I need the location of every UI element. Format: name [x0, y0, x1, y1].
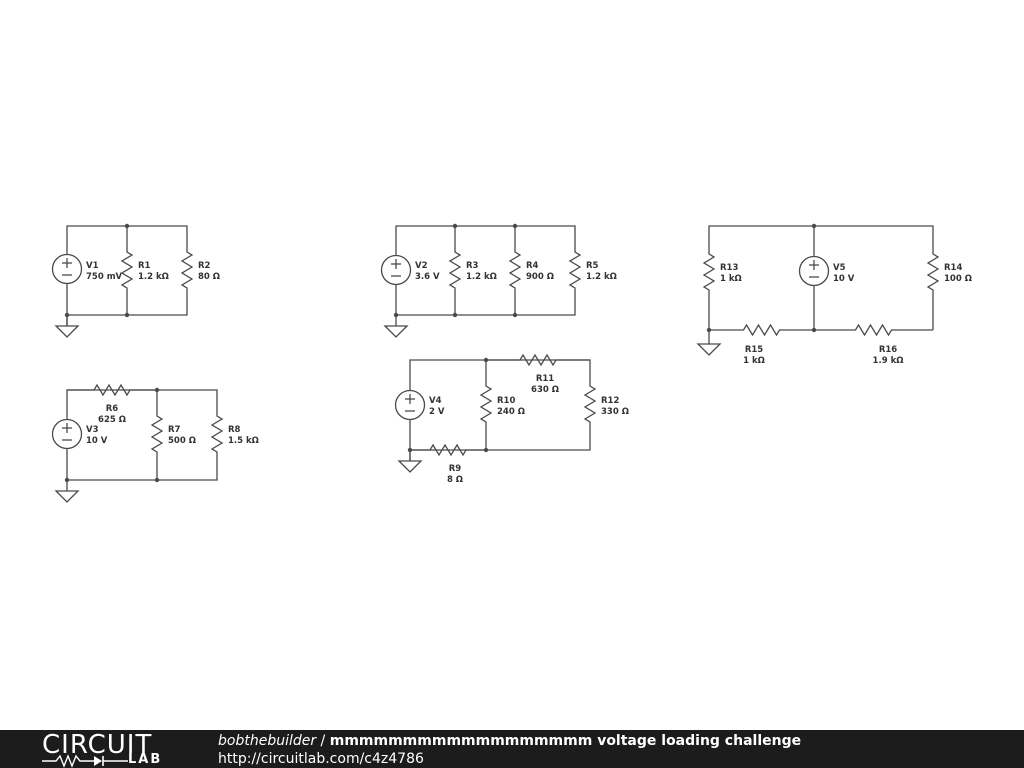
label-name-r10: R10	[497, 396, 515, 406]
label-name-r2: R2	[198, 261, 211, 271]
ground-icon	[383, 315, 409, 338]
label-value-v5: 10 V	[833, 274, 855, 284]
label-name-r13: R13	[720, 263, 738, 273]
label-value-r10: 240 Ω	[497, 407, 525, 417]
ground-icon	[54, 315, 80, 338]
voltage-source-v4[interactable]	[394, 389, 426, 421]
circuitlab-logo[interactable]: CIRCUIT LAB	[42, 732, 182, 768]
label-value-r13: 1 kΩ	[720, 274, 742, 284]
resistor-r7[interactable]	[150, 412, 164, 456]
logo-sub-text: LAB	[128, 752, 163, 767]
voltage-source-v2[interactable]	[380, 254, 412, 286]
logo-text: CIRCUIT	[42, 730, 153, 760]
label-name-v1: V1	[86, 261, 99, 271]
resistor-r4[interactable]	[508, 248, 522, 292]
label-name-r11: R11	[536, 374, 554, 384]
label-value-r8: 1.5 kΩ	[228, 436, 259, 446]
resistor-r6[interactable]	[67, 383, 157, 397]
circuit-title-line: bobthebuilder / mmmmmmmmmmmmmmmmmm volta…	[218, 732, 801, 750]
junction-dot	[452, 312, 458, 318]
label-name-r3: R3	[466, 261, 479, 271]
ground-icon	[54, 480, 80, 503]
wire	[409, 359, 591, 390]
label-name-r8: R8	[228, 425, 241, 435]
label-value-r2: 80 Ω	[198, 272, 220, 282]
voltage-source-v5[interactable]	[798, 255, 830, 287]
label-value-v2: 3.6 V	[415, 272, 440, 282]
label-name-r15: R15	[745, 345, 763, 355]
label-value-v1: 750 mV	[86, 272, 123, 282]
resistor-r15[interactable]	[709, 323, 814, 337]
junction-dot	[512, 312, 518, 318]
junction-dot	[154, 477, 160, 483]
footer-bar: CIRCUIT LAB bobthebuilder / mmmmmmmmmmmm…	[0, 730, 1024, 768]
label-name-r6: R6	[106, 404, 119, 414]
label-name-r5: R5	[586, 261, 599, 271]
circuit-url[interactable]: http://circuitlab.com/c4z4786	[218, 751, 424, 767]
components	[51, 248, 940, 503]
label-value-r5: 1.2 kΩ	[586, 272, 617, 282]
label-value-r6: 625 Ω	[98, 415, 126, 425]
label-name-r12: R12	[601, 396, 619, 406]
resistor-r5[interactable]	[568, 248, 582, 292]
label-name-v5: V5	[833, 263, 846, 273]
label-value-r9: 8 Ω	[447, 475, 463, 485]
resistor-r3[interactable]	[448, 248, 462, 292]
label-value-r4: 900 Ω	[526, 272, 554, 282]
label-value-v3: 10 V	[86, 436, 108, 446]
resistor-r12[interactable]	[583, 382, 597, 426]
label-name-r1: R1	[138, 261, 151, 271]
label-name-r9: R9	[449, 464, 462, 474]
label-name-r14: R14	[944, 263, 962, 273]
label-name-r7: R7	[168, 425, 181, 435]
ground-icon	[397, 450, 423, 473]
label-value-r15: 1 kΩ	[743, 356, 765, 366]
junction-dot	[512, 223, 518, 229]
resistor-r11[interactable]	[486, 353, 590, 367]
wire	[395, 225, 576, 256]
junction-dot	[124, 223, 130, 229]
resistor-r2[interactable]	[180, 248, 194, 292]
junction-dot	[452, 223, 458, 229]
label-name-r16: R16	[879, 345, 897, 355]
label-value-r16: 1.9 kΩ	[873, 356, 904, 366]
resistor-r10[interactable]	[479, 382, 493, 426]
resistor-r14[interactable]	[926, 250, 940, 294]
label-name-v2: V2	[415, 261, 428, 271]
voltage-source-v1[interactable]	[51, 253, 83, 285]
label-value-v4: 2 V	[429, 407, 445, 417]
resistor-r1[interactable]	[120, 248, 134, 292]
label-value-r7: 500 Ω	[168, 436, 196, 446]
label-value-r12: 330 Ω	[601, 407, 629, 417]
junction-dot	[124, 312, 130, 318]
voltage-source-v3[interactable]	[51, 418, 83, 450]
wire	[409, 419, 591, 451]
resistor-r8[interactable]	[210, 412, 224, 456]
wire	[66, 448, 218, 481]
label-value-r11: 630 Ω	[531, 385, 559, 395]
logo-resistor-diode-icon	[42, 754, 128, 768]
label-name-v4: V4	[429, 396, 442, 406]
junction-dot	[811, 223, 817, 229]
resistor-r16[interactable]	[814, 323, 933, 337]
wire	[395, 285, 576, 316]
label-value-r3: 1.2 kΩ	[466, 272, 497, 282]
author-link[interactable]: bobthebuilder	[218, 733, 317, 749]
label-value-r14: 100 Ω	[944, 274, 972, 284]
label-name-r4: R4	[526, 261, 539, 271]
title-separator: /	[316, 733, 330, 749]
ground-icon	[696, 333, 722, 356]
resistor-r9[interactable]	[410, 443, 486, 457]
circuit-name: mmmmmmmmmmmmmmmmmm voltage loading chall…	[329, 733, 802, 749]
resistor-r13[interactable]	[702, 250, 716, 294]
wire	[66, 389, 218, 419]
label-name-v3: V3	[86, 425, 99, 435]
label-value-r1: 1.2 kΩ	[138, 272, 169, 282]
wire	[708, 225, 934, 250]
